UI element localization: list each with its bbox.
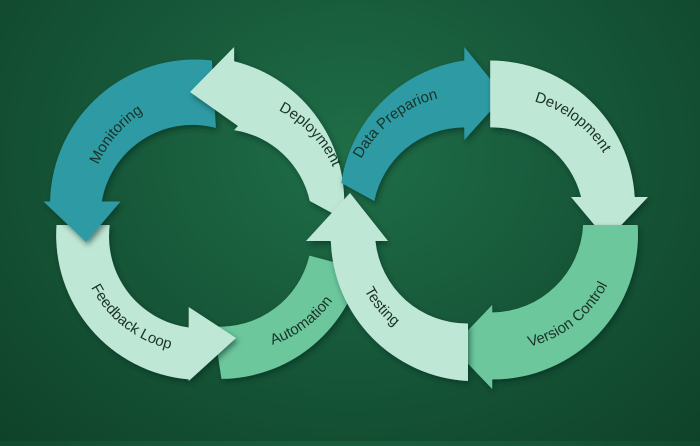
stage-segment-automation bbox=[213, 255, 361, 379]
stage-segment-version-control bbox=[452, 225, 639, 389]
stage-segment-monitoring bbox=[43, 59, 216, 242]
stage-segment-testing bbox=[306, 193, 468, 381]
stage-segment-data-preparation bbox=[341, 47, 504, 201]
stage-segment-deployment bbox=[190, 47, 345, 219]
stage-segment-feedback-loop bbox=[56, 225, 236, 381]
stage-segment-development bbox=[490, 60, 648, 240]
